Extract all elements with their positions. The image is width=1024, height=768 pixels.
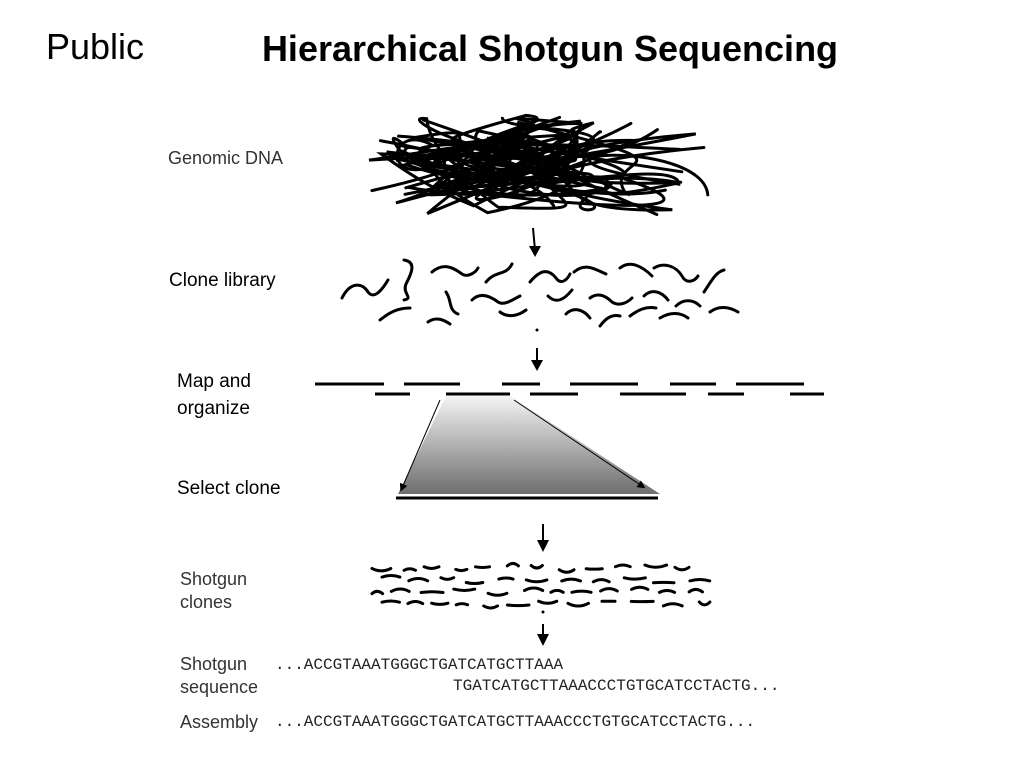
shotgun-clone-fragments xyxy=(370,561,712,610)
shotgun-fragment xyxy=(430,601,450,606)
dna-strand xyxy=(461,122,580,210)
sequence-assembled: ...ACCGTAAATGGGCTGATCATGCTTAAACCCTGTGCAT… xyxy=(275,713,756,731)
label-map-organize-line2: organize xyxy=(177,398,250,419)
shotgun-fragment xyxy=(380,599,401,604)
corner-label: Public xyxy=(46,26,145,67)
shotgun-fragment xyxy=(419,590,445,594)
shotgun-fragment xyxy=(422,565,441,570)
genomic-dna-tangle xyxy=(368,113,710,216)
label-assembly: Assembly xyxy=(180,712,259,732)
label-shotgun-clones: Shotgun clones xyxy=(180,568,247,614)
label-map-organize: Map and organize xyxy=(177,368,251,422)
shotgun-fragment xyxy=(454,567,469,573)
label-clone-library: Clone library xyxy=(169,270,276,291)
shotgun-fragment xyxy=(524,578,549,584)
shotgun-fragment xyxy=(452,587,477,592)
dna-strand xyxy=(378,136,528,184)
shotgun-fragment xyxy=(370,589,385,596)
shotgun-fragment xyxy=(688,578,712,583)
shotgun-fragment xyxy=(549,588,565,594)
selected-clone-expansion xyxy=(396,396,660,500)
label-shotgun-clones-line1: Shotgun xyxy=(180,569,248,589)
dna-strand xyxy=(398,153,710,197)
shotgun-fragment xyxy=(630,585,650,591)
shotgun-fragment xyxy=(402,567,417,572)
clone-map-lines xyxy=(315,382,824,396)
arrow-down-2 xyxy=(531,348,543,371)
shotgun-fragment xyxy=(482,604,500,610)
shotgun-fragment xyxy=(505,603,531,608)
label-select-clone: Select clone xyxy=(177,478,281,499)
shotgun-fragment xyxy=(661,602,684,608)
slide-title: Hierarchical Shotgun Sequencing xyxy=(261,28,839,69)
shotgun-fragment xyxy=(370,567,393,573)
dna-strand xyxy=(386,121,639,197)
sequence-read-2: TGATCATGCTTAAACCCTGTGCATCCTACTG... xyxy=(453,677,780,695)
shotgun-fragment xyxy=(529,564,544,570)
shotgun-fragment xyxy=(557,568,576,574)
shotgun-fragment xyxy=(380,574,402,579)
dna-strand xyxy=(400,138,683,190)
shotgun-fragment xyxy=(566,601,590,608)
shotgun-fragment xyxy=(599,587,619,593)
shotgun-fragment xyxy=(697,600,712,607)
label-shotgun-clones-line2: clones xyxy=(180,592,233,612)
shotgun-fragment xyxy=(657,589,677,594)
shotgun-fragment xyxy=(454,602,470,607)
sequence-read-1: ...ACCGTAAATGGGCTGATCATGCTTAAA xyxy=(275,656,564,674)
shotgun-fragment xyxy=(537,599,559,605)
shotgun-fragment xyxy=(464,581,485,586)
shotgun-fragment xyxy=(406,600,425,606)
label-map-organize-line1: Map and xyxy=(177,371,251,392)
arrow-down-1 xyxy=(529,227,541,257)
shotgun-fragment xyxy=(613,563,632,569)
shotgun-fragment xyxy=(591,578,611,584)
shotgun-fragment xyxy=(389,587,411,593)
shotgun-fragment xyxy=(570,589,593,594)
shotgun-fragment xyxy=(622,576,647,581)
arrow-down-4 xyxy=(537,624,549,646)
dna-strand xyxy=(368,121,633,186)
shotgun-fragment xyxy=(497,576,515,581)
label-shotgun-sequence-line2: sequence xyxy=(180,677,259,697)
shotgun-fragment xyxy=(439,576,456,581)
shotgun-fragment xyxy=(474,565,491,569)
label-shotgun-sequence-line1: Shotgun xyxy=(180,654,248,674)
shotgun-fragment xyxy=(560,577,582,583)
clone-library-fragments xyxy=(340,258,740,328)
shotgun-fragment xyxy=(523,586,545,592)
shotgun-fragment xyxy=(486,591,509,597)
label-genomic-dna: Genomic DNA xyxy=(168,148,284,168)
arrow-down-3 xyxy=(537,524,549,552)
shotgun-fragment xyxy=(505,561,520,568)
label-shotgun-sequence: Shotgun sequence xyxy=(180,653,258,699)
shotgun-fragment xyxy=(407,576,430,583)
shotgun-fragment xyxy=(673,565,691,572)
shotgun-fragment xyxy=(687,587,704,594)
shotgun-fragment xyxy=(643,563,669,569)
